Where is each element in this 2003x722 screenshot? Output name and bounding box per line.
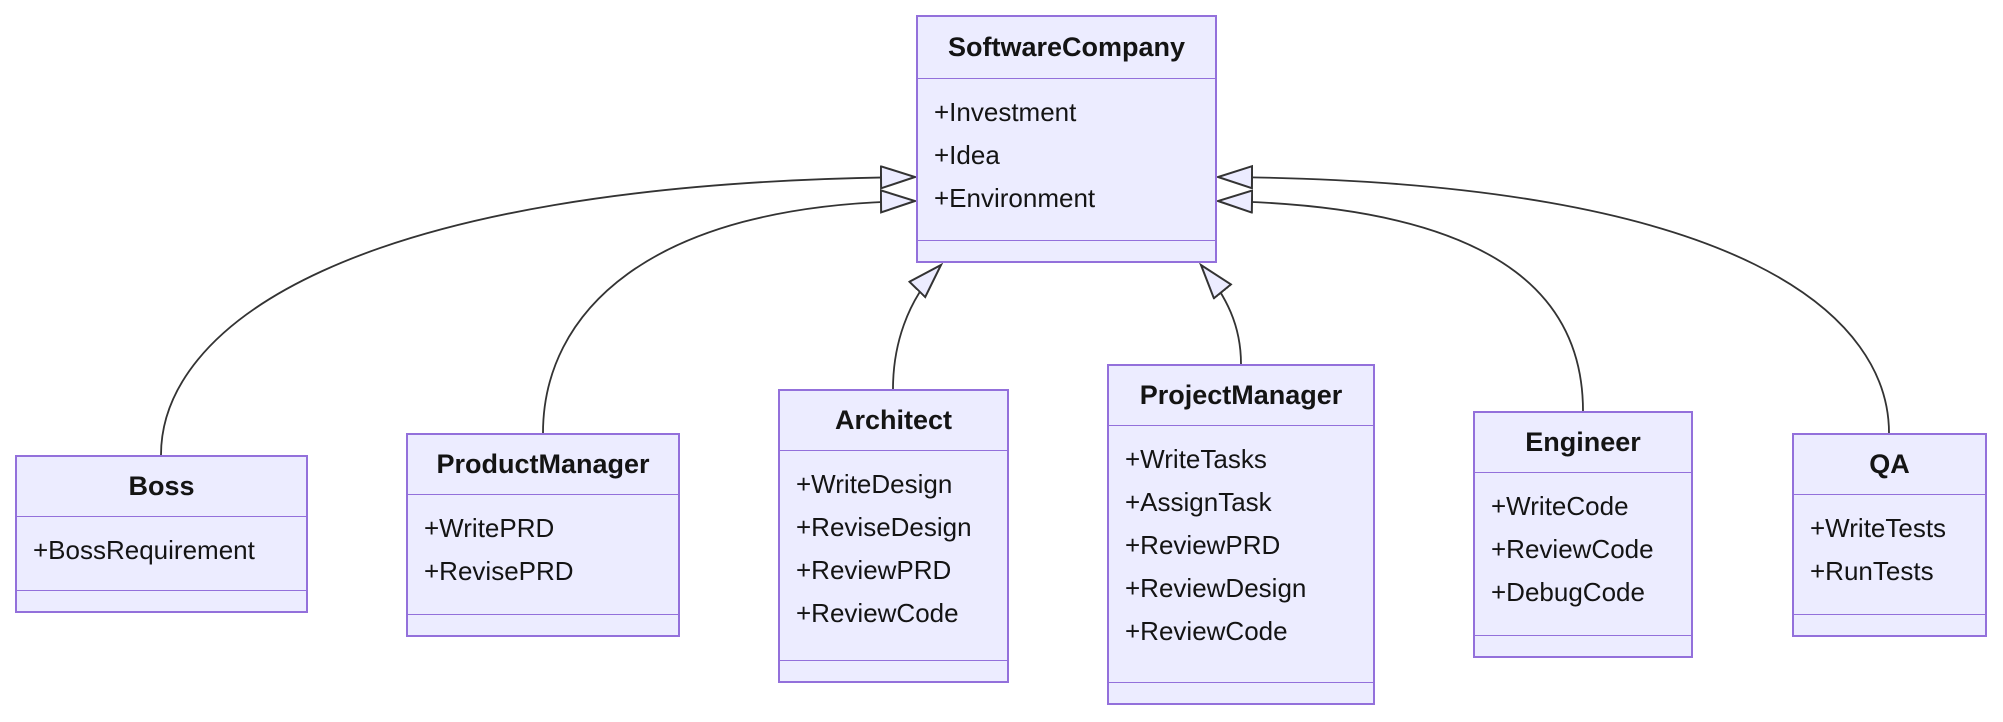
edge-projectmanager-to-softwarecompany xyxy=(1201,265,1242,365)
class-boss: Boss +BossRequirement xyxy=(15,455,308,613)
class-members: +WritePRD +RevisePRD xyxy=(408,495,678,614)
class-member: +ReviewPRD xyxy=(796,555,952,585)
class-title: ProductManager xyxy=(408,435,678,495)
class-member: +ReviewCode xyxy=(1125,616,1288,646)
class-softwarecompany: SoftwareCompany +Investment +Idea +Envir… xyxy=(916,15,1217,263)
class-member: +WritePRD xyxy=(424,513,555,543)
class-member: +WriteTests xyxy=(1810,513,1947,543)
class-member: +RunTests xyxy=(1810,556,1934,586)
class-engineer: Engineer +WriteCode +ReviewCode +DebugCo… xyxy=(1473,411,1693,658)
class-title: Architect xyxy=(780,391,1007,451)
class-architect: Architect +WriteDesign +ReviseDesign +Re… xyxy=(778,389,1009,683)
class-title: SoftwareCompany xyxy=(918,17,1215,79)
class-member: +ReviseDesign xyxy=(796,512,972,542)
class-members: +WriteTasks +AssignTask +ReviewPRD +Revi… xyxy=(1109,426,1373,682)
class-member: +DebugCode xyxy=(1491,577,1645,607)
class-member: +RevisePRD xyxy=(424,556,574,586)
class-title: Engineer xyxy=(1475,413,1691,473)
class-member: +ReviewCode xyxy=(1491,534,1654,564)
class-member: +WriteTasks xyxy=(1125,444,1267,474)
class-member: +Idea xyxy=(934,140,1000,170)
class-members: +WriteCode +ReviewCode +DebugCode xyxy=(1475,473,1691,635)
class-members: +Investment +Idea +Environment xyxy=(918,79,1215,240)
class-methods-empty xyxy=(1794,614,1985,635)
class-methods-empty xyxy=(918,240,1215,261)
class-member: +WriteCode xyxy=(1491,491,1629,521)
class-methods-empty xyxy=(1475,635,1691,656)
class-member: +BossRequirement xyxy=(33,535,255,565)
class-methods-empty xyxy=(17,590,306,611)
class-members: +WriteTests +RunTests xyxy=(1794,495,1985,614)
class-members: +WriteDesign +ReviseDesign +ReviewPRD +R… xyxy=(780,451,1007,660)
class-member: +ReviewCode xyxy=(796,598,959,628)
class-member: +ReviewPRD xyxy=(1125,530,1281,560)
class-projectmanager: ProjectManager +WriteTasks +AssignTask +… xyxy=(1107,364,1375,705)
class-member: +WriteDesign xyxy=(796,469,953,499)
class-qa: QA +WriteTests +RunTests xyxy=(1792,433,1987,637)
class-member: +ReviewDesign xyxy=(1125,573,1307,603)
class-member: +AssignTask xyxy=(1125,487,1272,517)
class-members: +BossRequirement xyxy=(17,517,306,590)
class-member: +Environment xyxy=(934,183,1096,213)
class-title: ProjectManager xyxy=(1109,366,1373,426)
class-title: QA xyxy=(1794,435,1985,495)
class-member: +Investment xyxy=(934,97,1077,127)
class-methods-empty xyxy=(780,660,1007,681)
class-title: Boss xyxy=(17,457,306,517)
class-methods-empty xyxy=(1109,682,1373,703)
class-productmanager: ProductManager +WritePRD +RevisePRD xyxy=(406,433,680,637)
class-methods-empty xyxy=(408,614,678,635)
edge-architect-to-softwarecompany xyxy=(892,265,941,390)
